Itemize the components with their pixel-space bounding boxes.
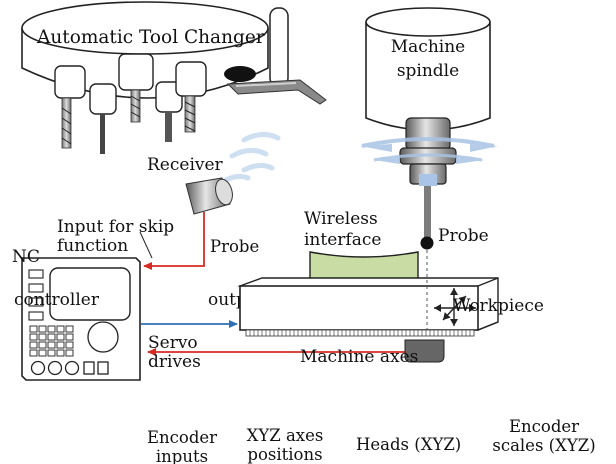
probe: [420, 186, 434, 250]
tool-change-arm: [224, 66, 327, 105]
wireless-label-line1: Wireless: [304, 209, 378, 229]
nc-label: NC: [12, 247, 40, 267]
automatic-tool-changer: Automatic Tool Changer: [21, 1, 327, 154]
controller-label: controller: [14, 290, 100, 310]
read-head: [404, 339, 445, 363]
input-skip-label-line2: function: [57, 236, 128, 256]
input-skip-label-line1: Input for skip: [57, 217, 174, 237]
controller-screen: [49, 267, 131, 321]
encoder-inputs-label-line1: Encoder: [147, 428, 217, 447]
receiver-signal-waves: [223, 132, 281, 183]
xyz-axes-label-line1: XYZ axes: [247, 426, 324, 445]
keypad: [29, 325, 74, 357]
nc-controller: [21, 257, 141, 381]
machine-spindle: Machine spindle: [365, 7, 491, 186]
receiver-label: Receiver: [147, 155, 224, 175]
heads-label: Heads (XYZ): [356, 435, 461, 454]
tool-holder: [175, 61, 207, 133]
tool-holder: [89, 83, 117, 154]
tool-holder: [118, 53, 154, 123]
side-buttons: [28, 269, 44, 321]
xyz-axes-label-line2: positions: [247, 445, 322, 464]
probe-signal-label: Probe: [210, 237, 259, 256]
xyz-axes-symbol: [434, 288, 476, 326]
spindle-label-line2: spindle: [397, 61, 459, 81]
encoder-inputs-label-line2: inputs: [156, 447, 208, 464]
wireless-signal-waves: [360, 137, 498, 164]
bottom-controls: [30, 360, 109, 376]
input-skip-leader: [139, 231, 153, 259]
workpiece-label: Workpiece: [453, 296, 544, 316]
encoder-scale: [245, 329, 475, 337]
probe-signal-arrow: [143, 212, 205, 270]
receiver: [185, 177, 233, 215]
servo-label-line2: drives: [148, 352, 201, 372]
atc-label: Automatic Tool Changer: [36, 27, 265, 48]
wireless-label-line2: interface: [304, 230, 381, 250]
machine-axes-label: Machine axes: [300, 347, 418, 367]
servo-label-line1: Servo: [148, 333, 198, 353]
encoder-scales-label-line1: Encoder: [509, 417, 579, 436]
probe-tip-label: Probe: [438, 226, 489, 246]
spindle-label-line1: Machine: [391, 37, 465, 57]
tool-holder: [54, 65, 86, 149]
control-knob: [87, 321, 119, 353]
encoder-scales-label-line2: scales (XYZ): [492, 436, 595, 455]
